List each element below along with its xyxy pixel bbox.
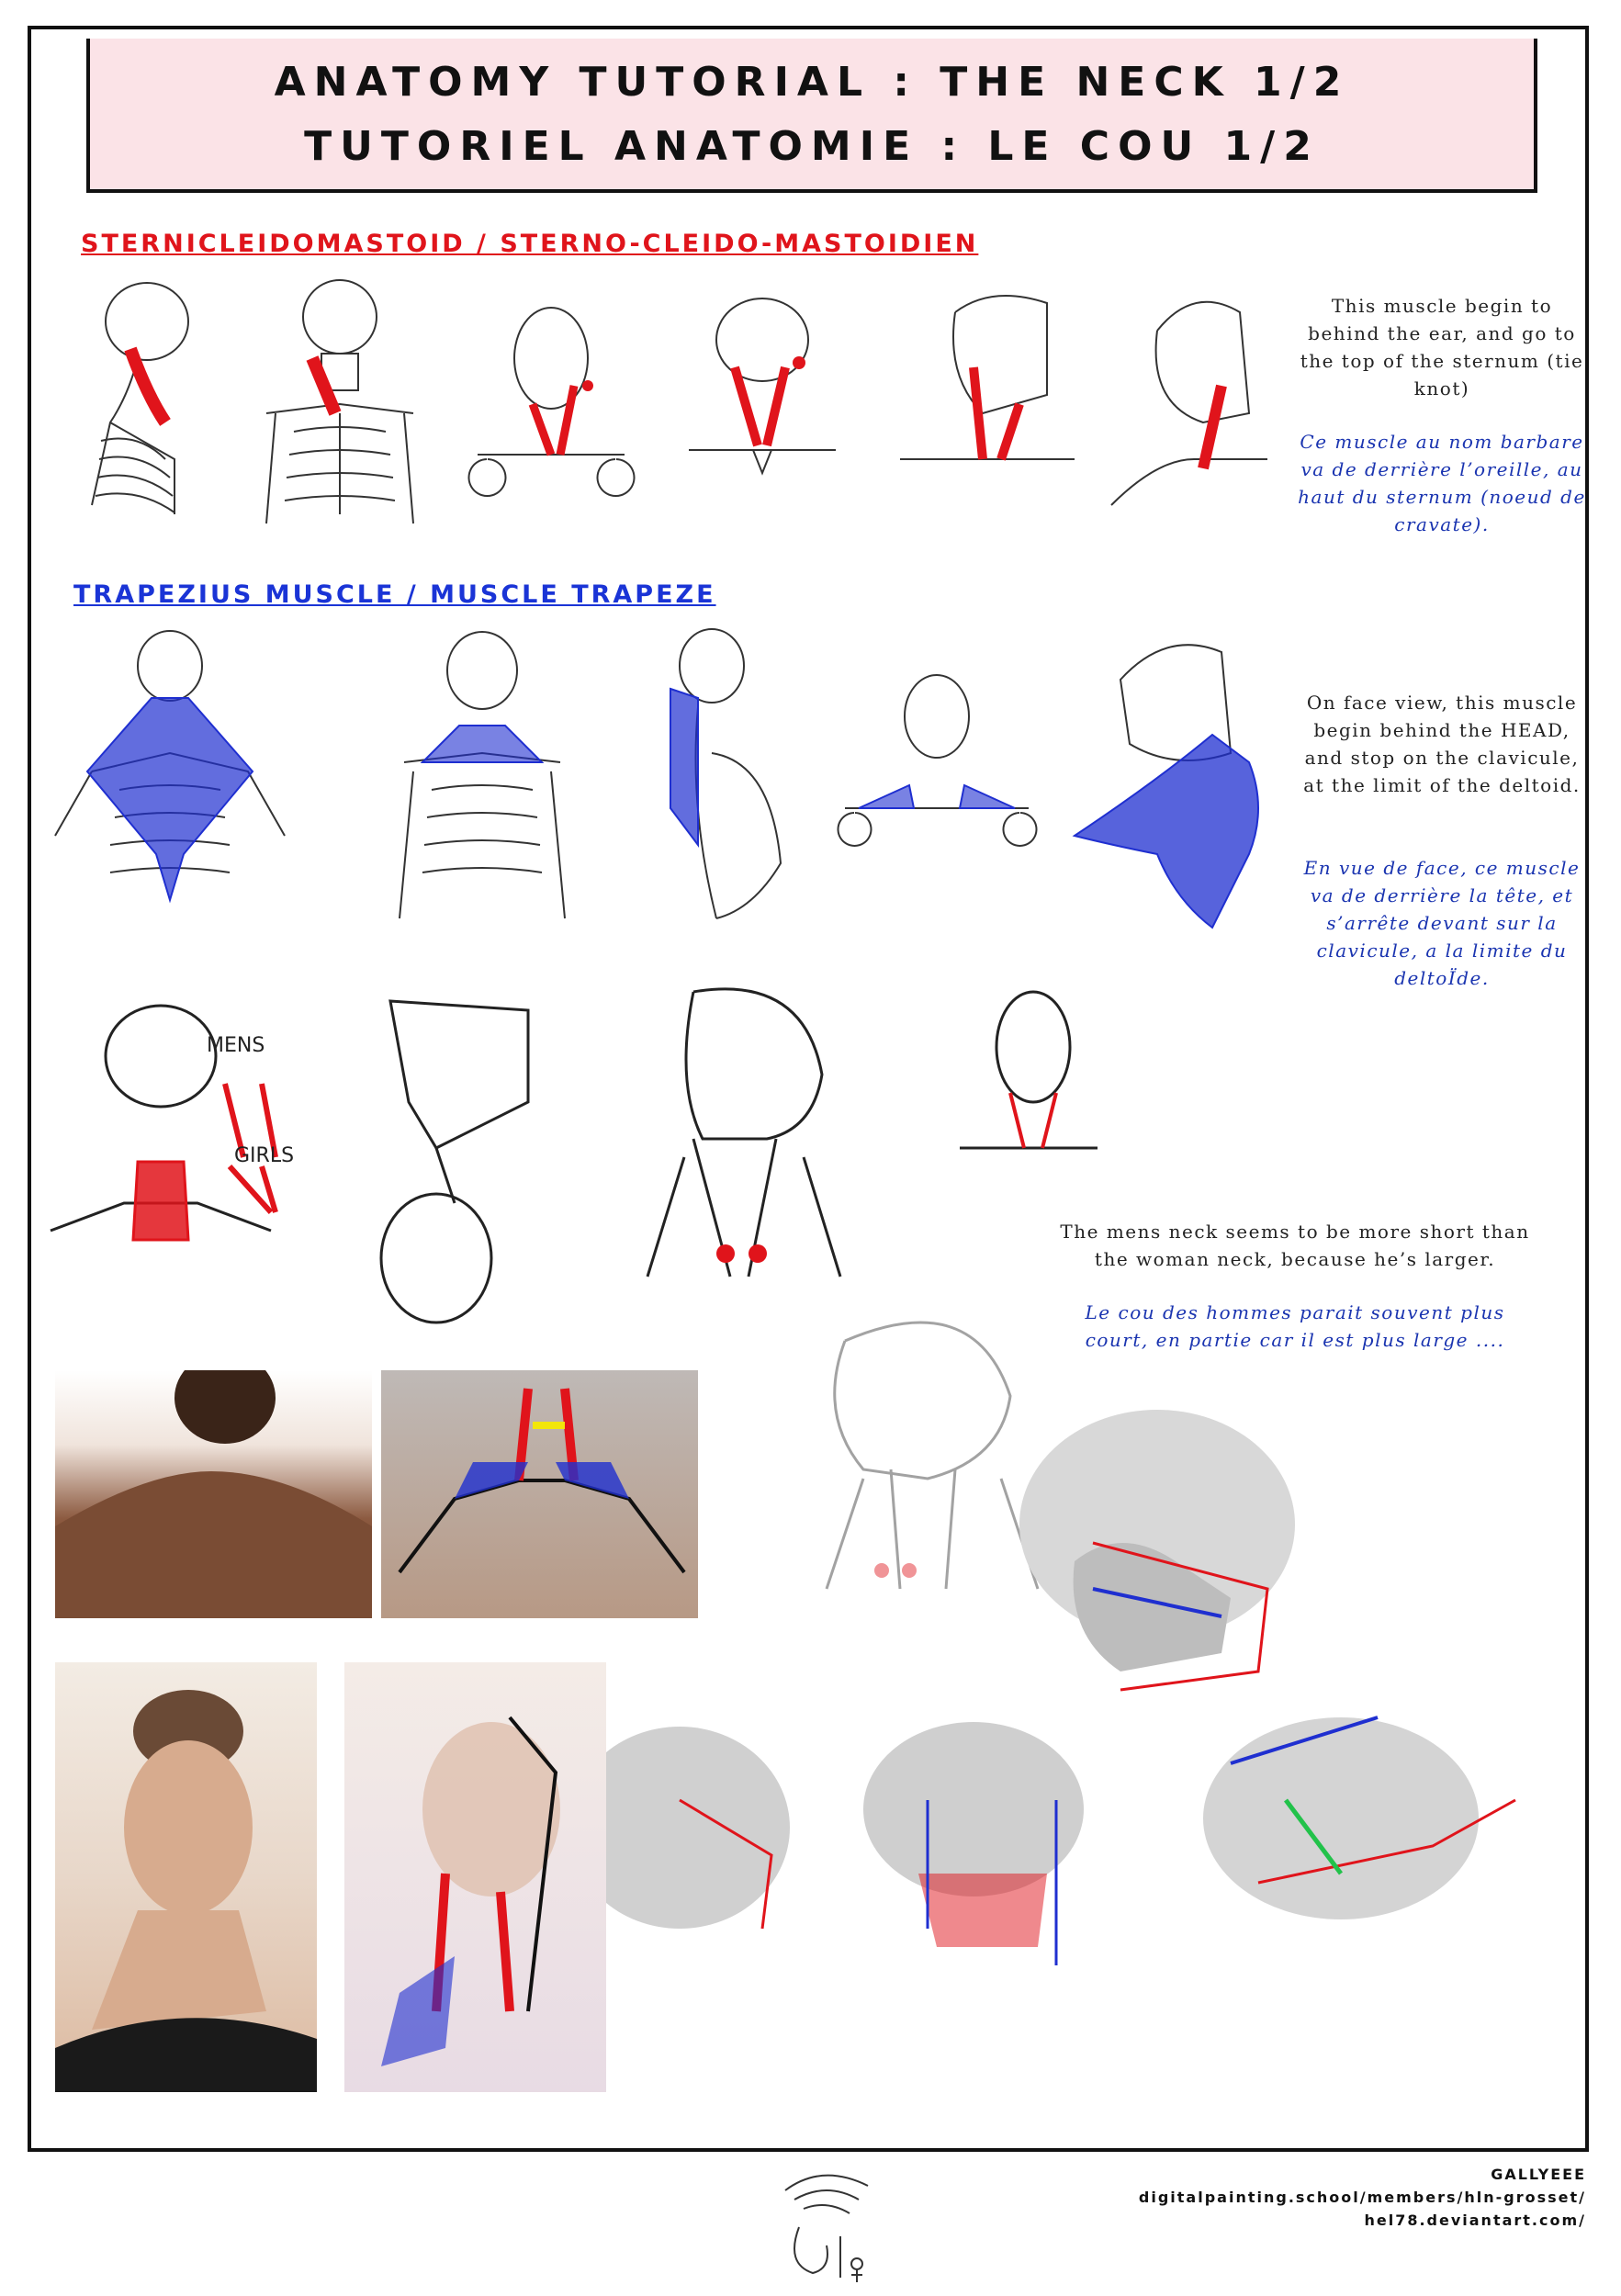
neck-3d-block: [379, 999, 530, 1324]
skeleton-front-trapezius: [399, 631, 566, 919]
skull-render-left: [569, 1727, 790, 1930]
head-sketch-three-quarter: [900, 295, 1075, 460]
trapezius-text-english: On face view, this muscle begin behind t…: [1303, 692, 1581, 796]
page-frame: ANATOMY TUTORIAL : THE NECK 1/2 TUTORIEL…: [28, 26, 1589, 2152]
head-sketch-back: [1110, 300, 1267, 506]
photo-woman-annotated: [344, 1662, 606, 2092]
scm-muscle-mark: [124, 346, 171, 426]
trapezius-heading: TRAPEZIUS MUSCLE / MUSCLE TRAPEZE: [73, 580, 716, 609]
neck-3d-cylinders: [646, 987, 842, 1277]
title-english: ANATOMY TUTORIAL : THE NECK 1/2: [274, 59, 1350, 106]
trapezius-muscle-mark: [85, 697, 254, 904]
skeleton-side-illustration: [91, 282, 189, 514]
gender-text-english: The mens neck seems to be more short tha…: [1060, 1221, 1530, 1270]
head-sketch-front-trapezius: [837, 674, 1038, 847]
head-sketch-faded: [825, 1321, 1040, 1590]
gender-text-french: Le cou des hommes parait souvent plus co…: [1085, 1301, 1505, 1351]
photo-woman-portrait: [55, 1662, 317, 2092]
skull-studies: [569, 1321, 1516, 1965]
trapezius-illustrations: [54, 628, 1259, 929]
neck-volume-sketches: MENS GIRLS: [50, 987, 1098, 1324]
title-box: ANATOMY TUTORIAL : THE NECK 1/2 TUTORIEL…: [86, 39, 1537, 193]
scm-illustrations: [91, 279, 1267, 524]
scm-text-english: This muscle begin to behind the ear, and…: [1300, 295, 1584, 400]
neck-slim-sketch: [960, 990, 1098, 1150]
skull-render-middle: [863, 1722, 1084, 1965]
label-mens: MENS: [207, 1034, 265, 1057]
skeleton-front-illustration: [265, 279, 414, 524]
signature-logo: [784, 2174, 869, 2282]
footer-link-school[interactable]: digitalpainting.school/members/hln-gross…: [1138, 2189, 1586, 2206]
scm-heading: STERNICLEIDOMASTOID / STERNO-CLEIDO-MAST…: [81, 230, 979, 258]
photo-man-annotated: [381, 1370, 698, 1618]
photo-man-chest: [55, 1370, 372, 1618]
head-sketch-up: [689, 298, 836, 476]
trapezius-text-french: En vue de face, ce muscle va de derrière…: [1303, 857, 1581, 989]
head-sketch-back-trapezius: [1119, 644, 1233, 761]
scm-text-french: Ce muscle au nom barbare va de derrière …: [1298, 431, 1586, 535]
skull-render-large: [1019, 1410, 1295, 1692]
head-sketch-front: [467, 307, 636, 497]
label-girls: GIRLS: [234, 1144, 294, 1167]
skull-render-right: [1203, 1716, 1516, 1919]
title-french: TUTORIEL ANATOMIE : LE COU 1/2: [304, 123, 1320, 170]
footer-author: GALLYEEE: [1491, 2166, 1586, 2183]
footer-link-deviantart[interactable]: hel78.deviantart.com/: [1364, 2212, 1586, 2229]
